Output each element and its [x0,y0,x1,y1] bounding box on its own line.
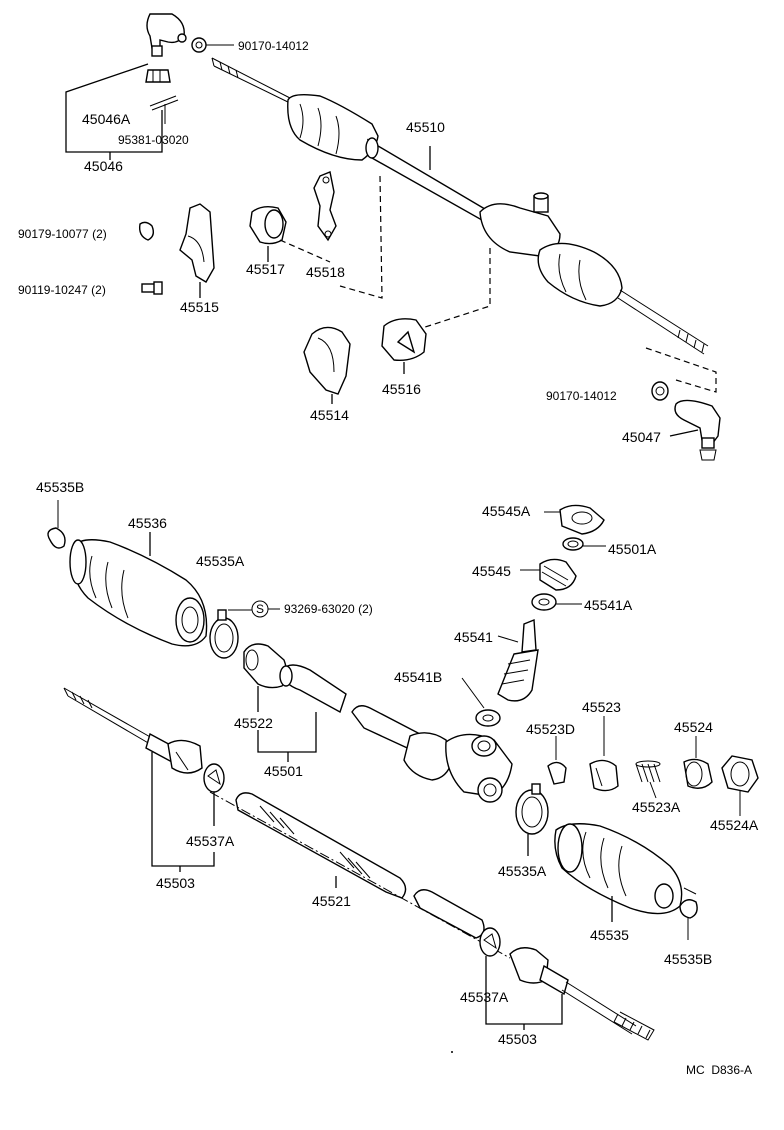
label-45514: 45514 [310,407,349,423]
label-45545: 45545 [472,563,511,579]
label-45501A: 45501A [608,541,657,557]
rack-housing-45501 [257,664,513,803]
label-45523A: 45523A [632,799,681,815]
rack-housing-45510 [211,57,709,355]
label-45522: 45522 [234,715,273,731]
pinion-45541 [497,618,539,702]
label-45501: 45501 [264,763,303,779]
locknut-45524A [721,755,759,816]
label-45047: 45047 [622,429,661,445]
clamp-45535A-top [209,609,252,659]
cotter-pin-95381 [149,95,179,124]
top-rack-assembly [65,13,721,461]
s-symbol-label: S [256,602,264,616]
label-45541A: 45541A [584,597,633,613]
label-45518: 45518 [306,264,345,280]
label-45537A-bottom: 45537A [460,989,509,1005]
rack-45521 [209,791,511,959]
tie-rod-end-right [669,399,721,461]
label-45517: 45517 [246,261,285,277]
rack-guide-45523 [589,716,619,792]
part-labels: 90170-14012 45046A 95381-03020 45046 455… [18,39,759,1077]
lock-washer-45537A-bottom [479,927,501,986]
ring-45501A [562,537,606,551]
label-45536: 45536 [128,515,167,531]
label-95381: 95381-03020 [118,133,189,147]
bushing-45516 [381,318,427,374]
boot-45536 [69,532,208,647]
spring-45523A [635,760,661,799]
inner-tie-rod-bottom [509,947,655,1041]
label-45503-bottom: 45503 [498,1031,537,1047]
bracket-45514 [303,326,351,404]
castle-nut-45046A [145,69,171,83]
label-45537A-left: 45537A [186,833,235,849]
clamp-45535A-bottom [515,783,549,856]
spring-cap-45524 [683,736,713,789]
nut-90170-bottom [651,381,669,401]
inner-tie-rod-left [63,687,203,774]
label-45503-left: 45503 [156,875,195,891]
label-93269: 93269-63020 (2) [284,602,373,616]
label-45521: 45521 [312,893,351,909]
clip-45535B-top [47,500,66,549]
bushing-45517 [249,205,287,262]
nut-45545A [544,504,605,535]
label-45046A: 45046A [82,111,131,127]
label-45510: 45510 [406,119,445,135]
tie-rod-end-left [146,13,187,57]
clip-45523D [547,736,567,785]
bracket-45515 [179,203,215,298]
label-45541: 45541 [454,629,493,645]
label-45516: 45516 [382,381,421,397]
label-45535A-bottom: 45535A [498,863,547,879]
plug-45545 [520,558,577,591]
bearing-45541A [531,593,582,611]
label-45535B-bottom: 45535B [664,951,712,967]
label-45541B: 45541B [394,669,442,685]
label-45535: 45535 [590,927,629,943]
clamp-45518 [279,171,337,263]
label-45515: 45515 [180,299,219,315]
s-symbol: S [251,600,280,618]
label-45535A-top: 45535A [196,553,245,569]
label-90119: 90119-10247 (2) [18,283,106,297]
label-45524: 45524 [674,719,713,735]
label-45545A: 45545A [482,503,531,519]
lock-washer-45537A-left [203,763,225,826]
bearing-45541B [461,677,501,727]
label-45523D: 45523D [526,721,575,737]
label-45535B-top: 45535B [36,479,84,495]
label-45524A: 45524A [710,817,759,833]
clip-45535B-bottom [679,887,698,940]
label-45046: 45046 [84,158,123,174]
label-90170-top: 90170-14012 [238,39,309,53]
bottom-exploded-view: S [47,500,759,1053]
label-90179: 90179-10077 (2) [18,227,107,241]
bolt-90179 [138,221,155,241]
diagram-code: MC D836-A [686,1063,752,1077]
bolt-90119 [141,281,163,295]
label-45523: 45523 [582,699,621,715]
label-90170-bottom: 90170-14012 [546,389,617,403]
boot-45535 [554,823,683,922]
nut-90170-top [191,37,234,53]
